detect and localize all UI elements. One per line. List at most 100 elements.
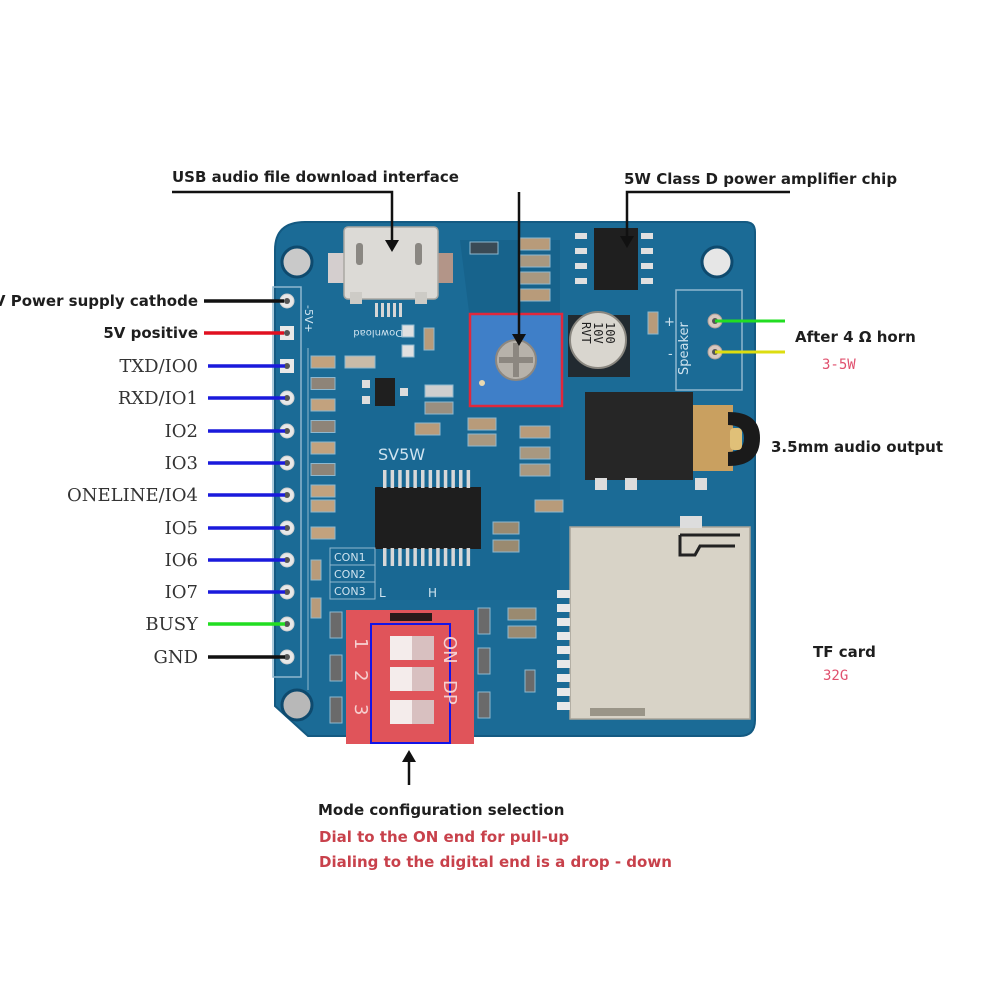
power-cathode-label: 5V Power supply cathode <box>0 292 198 310</box>
power-positive-label: 5V positive <box>103 324 198 342</box>
chip-pin <box>459 548 463 566</box>
chip-pin <box>451 470 455 488</box>
chip-pin <box>451 548 455 566</box>
signal-pins <box>279 359 295 665</box>
smd-parts-middle <box>467 417 564 553</box>
cap-text-1: 100 <box>603 322 617 344</box>
dip-highlight <box>370 623 451 744</box>
smd-resistor <box>310 484 336 498</box>
chip-pin <box>398 470 402 488</box>
electrolytic-capacitor: 100 10V RVT <box>568 311 630 377</box>
cap-text-3: RVT <box>579 322 593 344</box>
pin-label: BUSY <box>145 614 199 635</box>
tf-pin <box>557 646 570 654</box>
silk-chip: SV5W <box>378 445 425 464</box>
smd-resistor <box>310 499 336 513</box>
pin-labels: TXD/IO0RXD/IO1IO2IO3ONELINE/IO4IO5IO6IO7… <box>67 356 199 668</box>
chip-pin <box>428 470 433 488</box>
speaker-power-label: 3-5W <box>822 357 856 373</box>
pin-hole <box>284 621 290 627</box>
pin-hole <box>284 395 290 401</box>
smd-resistor <box>310 377 336 390</box>
potentiometer[interactable] <box>468 312 564 408</box>
pin-header-outline <box>272 286 302 678</box>
chip-pin <box>421 548 425 566</box>
chip-pin <box>466 548 471 566</box>
tf-pin <box>557 590 570 598</box>
pin-wires <box>208 364 285 659</box>
chip-pin <box>405 548 410 566</box>
audio-jack[interactable] <box>585 392 760 490</box>
mode-line2-label: Dialing to the digital end is a drop - d… <box>319 853 672 871</box>
smd-resistors <box>310 355 336 540</box>
chip-pin <box>443 470 448 488</box>
tf-pin <box>557 674 570 682</box>
silk-speaker: Speaker <box>677 321 692 375</box>
smd-parts-usb <box>344 241 499 436</box>
silk-high: H <box>428 586 437 600</box>
amp-chip-callout-label: 5W Class D power amplifier chip <box>624 170 897 188</box>
chip-pin <box>421 470 425 488</box>
tf-card-label: TF card <box>813 643 876 661</box>
pin-hole <box>284 460 290 466</box>
pin-hole <box>284 492 290 498</box>
smd-resistor <box>310 398 336 412</box>
chip-pin <box>405 470 410 488</box>
tf-capacity-label: 32G <box>823 668 848 684</box>
chip-pin <box>383 548 387 566</box>
chip-pin <box>398 548 402 566</box>
chip-pin <box>413 470 417 488</box>
pin-hole <box>284 654 290 660</box>
pin-label: IO7 <box>165 582 198 603</box>
smd-resistor <box>310 441 336 455</box>
pin-hole <box>284 525 290 531</box>
tf-pin <box>557 632 570 640</box>
smd-left-of-dip <box>329 607 537 724</box>
callout-arrows <box>172 190 790 785</box>
chip-pin <box>436 548 440 566</box>
chip-pin <box>443 548 448 566</box>
tf-pin <box>557 618 570 626</box>
usb-connector[interactable] <box>328 226 453 317</box>
audio-output-label: 3.5mm audio output <box>771 438 943 456</box>
pin-label: IO5 <box>165 518 198 539</box>
smd-resistor <box>310 420 336 433</box>
smd-stack-top <box>519 237 551 302</box>
silk-con2: CON2 <box>334 568 366 581</box>
silk-minus: - <box>668 347 673 362</box>
tf-pin <box>557 688 570 696</box>
potentiometer-highlight <box>468 312 564 408</box>
chip-pin <box>383 470 387 488</box>
usb-callout-label: USB audio file download interface <box>172 168 459 186</box>
tf-card-slot[interactable] <box>557 516 751 720</box>
pin-label: RXD/IO1 <box>118 388 198 409</box>
chip-pin <box>390 548 395 566</box>
smd-resistor <box>310 355 336 369</box>
dip-switch[interactable] <box>346 610 474 744</box>
amplifier-chip <box>575 228 653 290</box>
mode-title-label: Mode configuration selection <box>318 801 564 819</box>
chip-pin <box>459 470 463 488</box>
tf-pin <box>557 660 570 668</box>
pin-hole <box>284 557 290 563</box>
speaker-label: After 4 Ω horn <box>795 328 916 346</box>
silk-plus: + <box>664 315 675 330</box>
pin-label: TXD/IO0 <box>119 356 198 377</box>
pin-label: IO6 <box>165 550 198 571</box>
smd-resistor <box>647 311 659 335</box>
pin-hole <box>284 363 290 369</box>
dip-num-2: 2 <box>350 670 371 681</box>
chip-pin <box>390 470 395 488</box>
power-pins <box>279 293 295 340</box>
dip-on: ON <box>439 636 460 664</box>
dip-num-1: 1 <box>350 638 371 649</box>
silk-con3: CON3 <box>334 585 366 598</box>
mode-line1-label: Dial to the ON end for pull-up <box>319 828 569 846</box>
pin-label: IO3 <box>165 453 198 474</box>
silk-con1: CON1 <box>334 551 366 564</box>
dip-num-3: 3 <box>350 704 371 715</box>
smd-resistor <box>310 526 336 540</box>
tf-pin <box>557 604 570 612</box>
chip-pin <box>436 470 440 488</box>
